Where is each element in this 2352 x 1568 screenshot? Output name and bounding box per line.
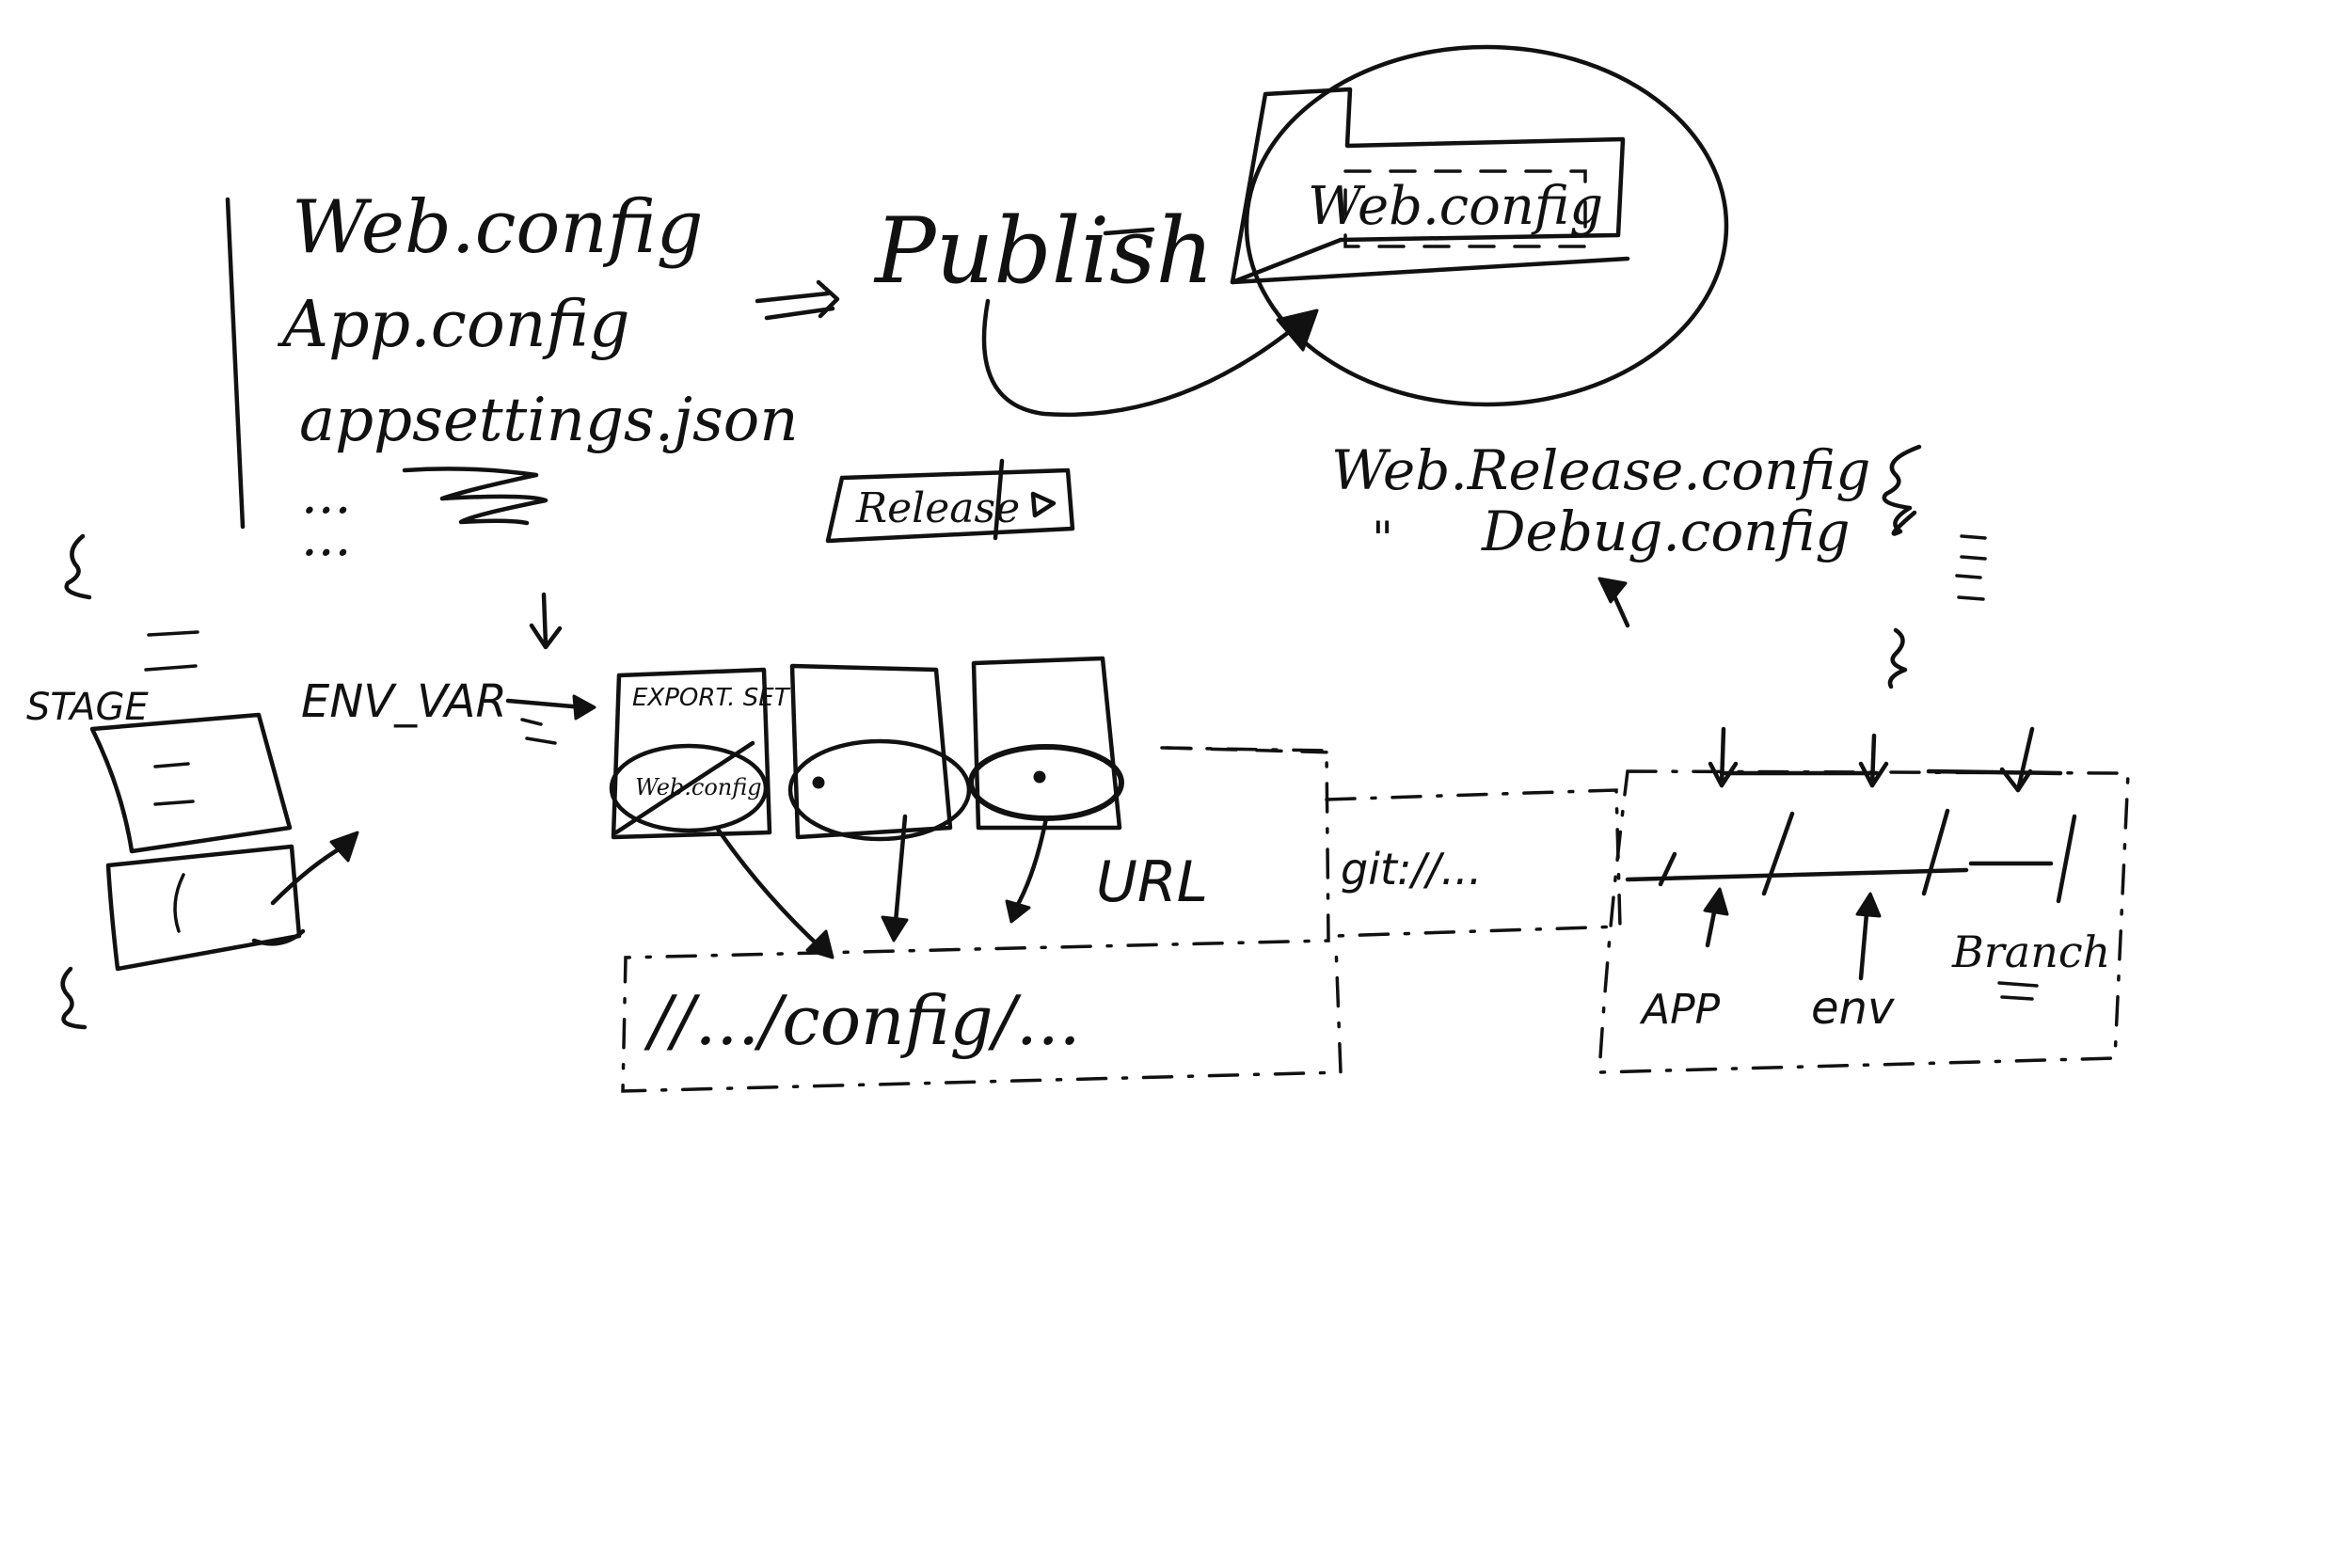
export-card-1-cross <box>613 740 755 835</box>
url-box: URL //.../config/... <box>621 746 1343 1093</box>
app-config-label: App.config <box>277 288 629 362</box>
git-label: git://... <box>1341 844 1482 895</box>
right-brace-group <box>1882 444 1987 689</box>
stage-card-front <box>105 844 302 972</box>
ellipsis-line-2: ... <box>301 507 351 568</box>
export-card-1: EXPORT. SET Web.config <box>609 667 791 840</box>
publish-bubble-circle <box>1244 44 1729 407</box>
stage-card-back <box>89 712 293 854</box>
export-card-1-oval <box>609 743 769 833</box>
down-arrow-top <box>529 592 563 650</box>
right-closing-brace <box>1887 627 1908 689</box>
debug-config-label: Debug.config <box>1481 499 1850 563</box>
branch-app-label: APP <box>1639 986 1721 1034</box>
url-label: URL <box>1096 849 1208 915</box>
publish-folder-outline <box>1230 87 1626 285</box>
export-card-3 <box>968 656 1124 831</box>
publish-curve-arrowhead <box>1276 309 1319 352</box>
web-config-label: Web.config <box>292 185 704 270</box>
publish-curve-arrow <box>981 298 1301 418</box>
release-button-label: Release <box>855 484 1020 532</box>
ditto-mark: " <box>1372 512 1393 566</box>
appsettings-label: appsettings.json <box>299 386 799 455</box>
publish-label: Publish <box>873 198 1214 304</box>
branch-timeline <box>1625 867 1969 882</box>
publish-folder-dotted-box <box>1343 169 1587 248</box>
env-var-label: ENV_VAR <box>301 675 507 728</box>
transform-notes: Web.Release.config " Debug.config <box>1331 438 1870 628</box>
to-publish-arrow <box>755 279 840 321</box>
export-card-2 <box>787 663 972 842</box>
stage-side-arrowhead <box>329 831 359 863</box>
git-box: git://... <box>1325 788 1622 938</box>
config-list-bracket-line <box>225 197 246 530</box>
stage-side-arrow <box>270 844 346 906</box>
branch-branch-label: Branch <box>1951 927 2110 977</box>
publish-folder-bottom <box>1230 256 1630 285</box>
stage-closing-brace <box>60 966 87 1030</box>
config-files-group: Web.config App.config appsettings.json .… <box>225 185 799 568</box>
web-release-config-label: Web.Release.config <box>1331 438 1870 502</box>
publish-bubble-text: Web.config <box>1308 176 1603 237</box>
left-sigma-brace <box>64 533 92 600</box>
branch-box: APP env Branch <box>1597 726 2130 1074</box>
stage-card-arrow <box>251 928 306 946</box>
export-card-2-oval <box>787 738 972 842</box>
right-sigma-brace <box>1882 444 1922 536</box>
url-box-top-dashes <box>1165 746 1338 754</box>
publish-bubble: Web.config <box>981 44 1729 418</box>
stage-label: STAGE <box>26 686 150 729</box>
export-card-3-oval <box>968 744 1124 821</box>
appsettings-scribble <box>402 467 548 526</box>
release-button: Release <box>825 458 1075 544</box>
export-set-label: EXPORT. SET <box>632 684 791 712</box>
env-var-arrow <box>505 694 596 745</box>
debug-pointer-arrowhead <box>1597 577 1628 604</box>
stage-group: STAGE <box>26 533 359 1030</box>
publish-connector-dash <box>1103 227 1155 236</box>
ellipsis-line-1: ... <box>301 465 351 526</box>
url-path: //.../config/... <box>644 981 1081 1060</box>
branch-env-label: env <box>1811 982 1895 1035</box>
